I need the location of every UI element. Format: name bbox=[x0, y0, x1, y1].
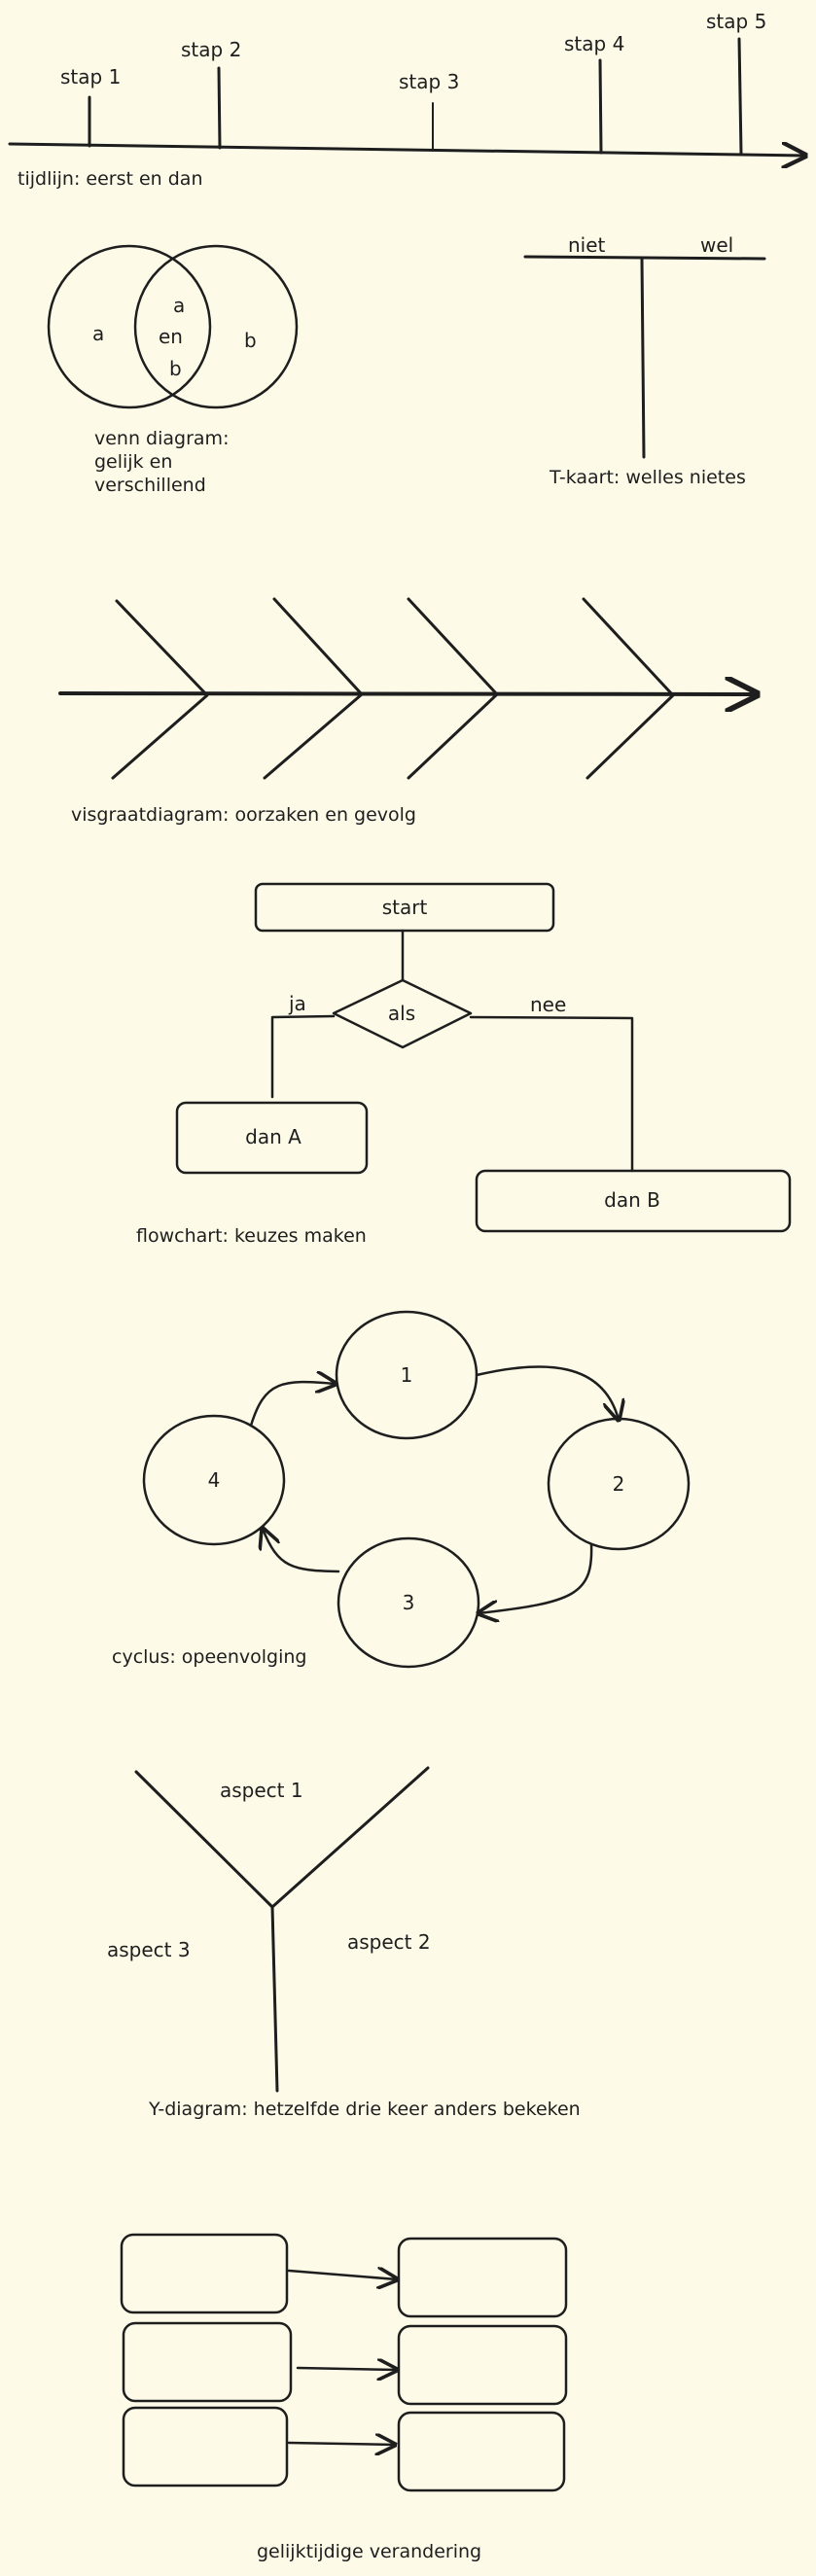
y-diagram-aspect-3: aspect 3 bbox=[107, 1938, 191, 1961]
t-chart-bar bbox=[523, 255, 766, 261]
flowchart-box-a-label: dan A bbox=[245, 1125, 302, 1148]
sim-arrow-1 bbox=[287, 2271, 397, 2279]
flowchart-box-b bbox=[475, 1169, 792, 1233]
cycle-node-1-label: 1 bbox=[401, 1363, 413, 1387]
sim-arrow-2 bbox=[296, 2368, 397, 2370]
venn-label-right: b bbox=[244, 329, 257, 352]
cycle-node-2-label: 2 bbox=[613, 1472, 625, 1496]
fishbone-bone-3 bbox=[407, 597, 499, 780]
fishbone-bone-4 bbox=[582, 597, 675, 780]
t-chart-left-label: niet bbox=[568, 233, 606, 257]
t-chart-caption: T-kaart: welles nietes bbox=[549, 467, 746, 488]
cycle-caption: cyclus: opeenvolging bbox=[112, 1646, 307, 1668]
timeline-step-4: stap 4 bbox=[564, 32, 624, 55]
fishbone-diagram: visgraatdiagram: oorzaken en gevolg bbox=[58, 597, 757, 826]
sim-caption: gelijktijdige verandering bbox=[257, 2541, 481, 2562]
flowchart-branch-yes bbox=[270, 1014, 336, 1099]
y-diagram-caption: Y-diagram: hetzelfde drie keer anders be… bbox=[148, 2099, 581, 2120]
simultaneous-change: gelijktijdige verandering bbox=[120, 2233, 568, 2562]
venn-overlap-label-2: en bbox=[159, 325, 183, 348]
y-diagram-aspect-2: aspect 2 bbox=[347, 1930, 431, 1954]
cycle-arrow-2-3 bbox=[479, 1542, 593, 1613]
sim-box-left-1 bbox=[120, 2233, 289, 2314]
cycle-node-4-label: 4 bbox=[208, 1468, 221, 1492]
cycle-node-3-label: 3 bbox=[403, 1591, 415, 1614]
flowchart-branch-no bbox=[469, 1015, 634, 1173]
flowchart: start als ja nee dan A dan B flowchart: … bbox=[136, 882, 792, 1247]
t-chart: niet wel T-kaart: welles nietes bbox=[523, 233, 766, 488]
cycle-diagram: 1 2 3 4 cyclus: opeenvolging bbox=[112, 1310, 691, 1669]
flowchart-box-b-label: dan B bbox=[604, 1188, 660, 1212]
t-chart-stem bbox=[640, 257, 646, 459]
timeline-caption: tijdlijn: eerst en dan bbox=[18, 168, 202, 190]
timeline-step-3: stap 3 bbox=[399, 70, 459, 93]
flowchart-no-label: nee bbox=[530, 993, 566, 1016]
fishbone-bone-2 bbox=[263, 597, 364, 780]
venn-diagram: a a en b b venn diagram: gelijk en versc… bbox=[47, 244, 299, 496]
venn-overlap-label-1: a bbox=[173, 294, 185, 317]
venn-circle-left bbox=[47, 244, 212, 409]
cycle-arrow-4-1 bbox=[249, 1382, 336, 1428]
sim-arrow-3 bbox=[287, 2443, 395, 2445]
venn-caption-line-1: venn diagram: bbox=[94, 428, 229, 449]
flowchart-caption: flowchart: keuzes maken bbox=[136, 1225, 367, 1247]
fishbone-bone-1 bbox=[111, 599, 209, 780]
sim-box-right-2 bbox=[397, 2324, 568, 2406]
flowchart-decision-label: als bbox=[388, 1002, 415, 1025]
cycle-arrow-3-4 bbox=[263, 1529, 340, 1573]
flowchart-decision bbox=[332, 978, 473, 1049]
sim-box-right-3 bbox=[397, 2411, 566, 2492]
timeline-tick-5 bbox=[737, 37, 743, 156]
flowchart-box-a bbox=[175, 1101, 369, 1175]
timeline-step-5: stap 5 bbox=[706, 10, 766, 33]
venn-circle-right bbox=[133, 244, 299, 409]
sim-box-left-2 bbox=[122, 2321, 293, 2403]
t-chart-right-label: wel bbox=[700, 233, 733, 257]
y-diagram: aspect 1 aspect 2 aspect 3 Y-diagram: he… bbox=[107, 1766, 581, 2120]
venn-label-left: a bbox=[92, 322, 104, 345]
timeline-axis bbox=[8, 144, 805, 156]
flowchart-start-label: start bbox=[382, 896, 428, 919]
y-diagram-stem bbox=[270, 1905, 279, 2093]
flowchart-start-box bbox=[254, 882, 555, 933]
fishbone-spine bbox=[58, 693, 757, 694]
cycle-arrow-1-2 bbox=[475, 1365, 619, 1420]
y-diagram-aspect-1: aspect 1 bbox=[220, 1779, 303, 1802]
timeline-tick-2 bbox=[217, 66, 222, 150]
venn-overlap-label-3: b bbox=[169, 357, 182, 380]
venn-caption-line-2: gelijk en bbox=[94, 451, 172, 473]
flowchart-yes-label: ja bbox=[288, 992, 306, 1015]
timeline-tick-4 bbox=[598, 58, 603, 155]
sim-box-right-1 bbox=[397, 2237, 568, 2318]
timeline-step-1: stap 1 bbox=[60, 65, 121, 88]
timeline: stap 1 stap 2 stap 3 stap 4 stap 5 tijdl… bbox=[8, 10, 805, 190]
cycle-node-4 bbox=[142, 1414, 286, 1546]
venn-caption-line-3: verschillend bbox=[94, 475, 206, 496]
timeline-step-2: stap 2 bbox=[181, 38, 241, 61]
sim-box-left-3 bbox=[122, 2406, 289, 2488]
fishbone-caption: visgraatdiagram: oorzaken en gevolg bbox=[71, 804, 416, 826]
